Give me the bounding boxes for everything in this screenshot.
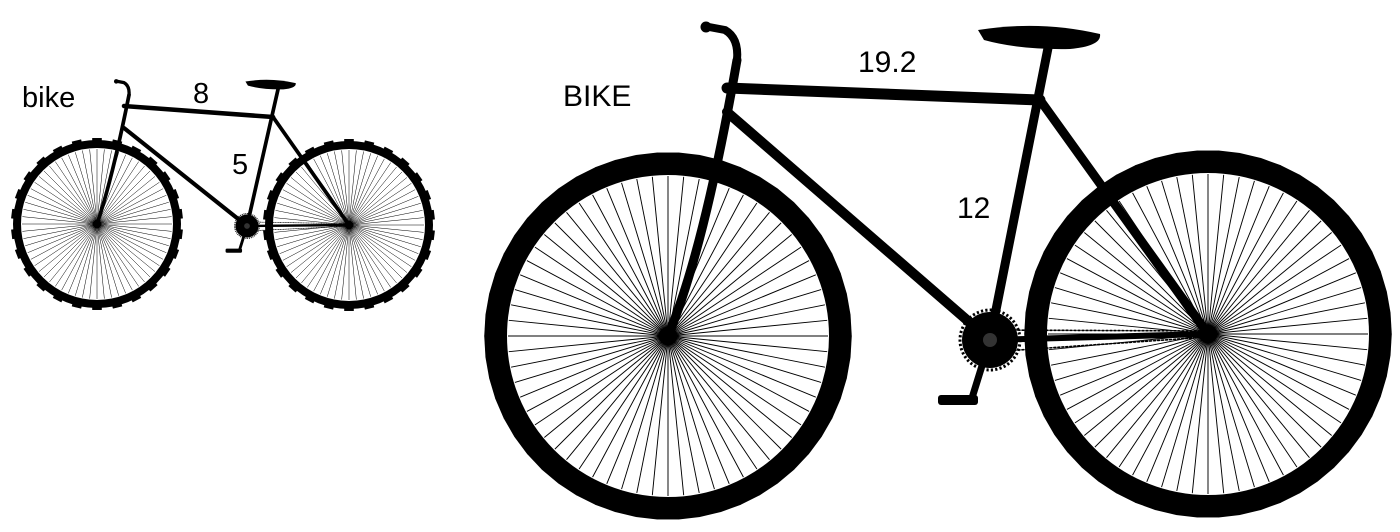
saddle — [978, 25, 1101, 50]
front-tire-tread — [484, 152, 852, 520]
small-bike-name-label: bike — [22, 82, 76, 114]
front-tire — [13, 140, 181, 308]
large-top-tube-length: 19.2 — [858, 46, 917, 79]
chainring-bolt — [983, 333, 997, 347]
top-tube — [721, 82, 1046, 106]
seat-stay — [1035, 95, 1213, 339]
chain-stay — [245, 223, 351, 228]
fork — [95, 93, 131, 226]
rear-tire — [1029, 155, 1387, 513]
large-bike-figure — [484, 21, 1392, 520]
front-tire — [489, 157, 847, 515]
rear-wheel-spokes — [1048, 174, 1368, 494]
seat-tube — [245, 83, 281, 228]
small-bike-figure — [11, 79, 435, 311]
pedal — [225, 248, 243, 253]
rear-wheel-spokes — [274, 150, 424, 300]
seat-tube — [985, 33, 1055, 345]
handlebar-grip — [700, 21, 712, 33]
chainring-teeth — [234, 213, 260, 239]
front-wheel-spokes — [508, 176, 828, 496]
small-seat-tube-length: 5 — [232, 149, 249, 181]
rear-tire-tread — [1024, 150, 1392, 518]
frame — [663, 23, 1213, 353]
chain — [246, 221, 350, 232]
down-tube — [722, 107, 995, 345]
chainring-bolt — [244, 223, 250, 229]
fork — [663, 55, 742, 341]
small-top-tube-length: 8 — [193, 78, 210, 110]
chain-stay — [987, 331, 1211, 343]
saddle — [245, 79, 296, 90]
chainring-teeth — [958, 308, 1022, 372]
large-bike-name-label: BIKE — [563, 80, 632, 113]
down-tube — [121, 125, 250, 229]
rear-tire-tread — [263, 139, 435, 311]
front-tire-tread — [11, 138, 183, 310]
rear-wheel — [1024, 150, 1392, 518]
chain — [989, 329, 1209, 353]
handlebar — [705, 23, 742, 64]
front-wheel-spokes — [22, 149, 172, 299]
front-wheel — [11, 138, 183, 310]
handlebar-grip — [113, 79, 119, 84]
top-tube — [121, 103, 276, 120]
pedal — [938, 395, 978, 405]
frame — [95, 79, 351, 232]
handlebar — [115, 79, 131, 97]
seat-stay — [271, 115, 351, 227]
front-wheel — [484, 152, 852, 520]
large-seat-tube-length: 12 — [957, 192, 991, 225]
